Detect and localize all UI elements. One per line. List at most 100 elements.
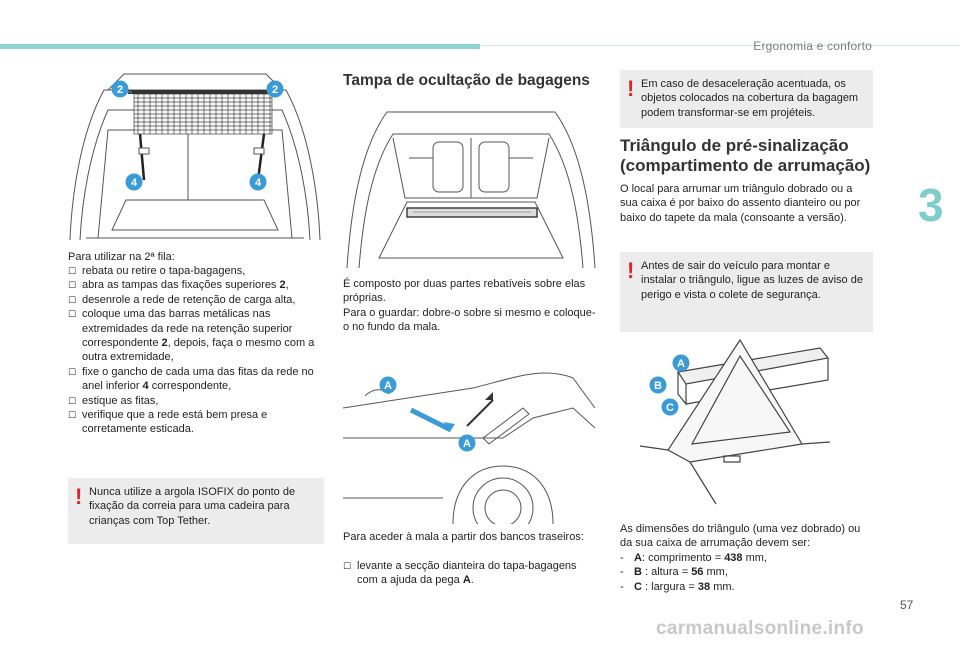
step-text: coloque uma das barras metálicas nas ext… — [82, 308, 293, 350]
right-para1: O local para arrumar um triângulo dobrad… — [620, 183, 861, 224]
header-accent-bar — [0, 44, 480, 49]
checkbox-icon: ☐ — [68, 294, 77, 305]
middle-step-text: levante a secção dianteira do tapa-bagag… — [357, 560, 577, 587]
dash-marker: - — [620, 566, 624, 579]
label-4-left: 4 — [131, 177, 138, 189]
dimension-label: : altura = — [641, 566, 692, 579]
watermark: carmanualsonline.info — [656, 618, 864, 639]
left-step: ☐ desenrole a rede de retenção de carga a… — [68, 293, 324, 307]
checkbox-icon: ☐ — [68, 266, 77, 276]
dimension-unit: mm, — [742, 552, 767, 564]
warning-icon: ! — [627, 258, 635, 283]
dimensions-list: -A: comprimento = 438 mm,-B : altura = 5… — [620, 551, 873, 594]
checkbox-icon: ☐ — [68, 410, 77, 421]
step-text-end: correspondente, — [148, 380, 232, 393]
warning-triangle-illustration — [620, 334, 873, 516]
cargo-net-illustration — [68, 70, 322, 242]
label-B-triangle: B — [654, 380, 662, 392]
step-text-end: , — [285, 279, 289, 292]
step-text: abra as tampas das fixações superiores — [82, 279, 280, 292]
middle-step: ☐ levante a secção dianteira do tapa-baga… — [343, 559, 599, 588]
left-warning-box: ! Nunca utilize a argola ISOFIX do ponto… — [68, 478, 324, 544]
luggage-cover-title: Tampa de ocultação de bagagens — [343, 72, 590, 89]
right-warning1-box: ! Em caso de desaceleração acentuada, os… — [620, 70, 873, 128]
left-step: ☐ verifique que a rede está bem presa e c… — [68, 408, 324, 437]
right-warning1-text: Em caso de desaceleração acentuada, os o… — [641, 78, 859, 119]
left-step: ☐ estique as fitas, — [68, 394, 324, 408]
middle-para1: É composto por duas partes rebatíveis so… — [343, 278, 586, 305]
dimension-label: : comprimento = — [641, 552, 725, 564]
checkbox-icon: ☐ — [68, 366, 77, 377]
step-text: estique as fitas, — [82, 394, 159, 407]
left-steps-list: ☐ rebata ou retire o tapa-bagagens, ☐ abra … — [68, 264, 324, 437]
dimension-value: 438 — [724, 552, 743, 564]
middle-para3: Para aceder à mala a partir dos bancos t… — [343, 531, 584, 543]
label-4-right: 4 — [255, 177, 262, 189]
page-number: 57 — [900, 598, 914, 612]
label-2-left: 2 — [117, 84, 123, 96]
dimension-key: B — [634, 566, 642, 579]
dimension-value: 38 — [697, 580, 711, 593]
checkbox-icon: ☐ — [68, 395, 77, 406]
middle-para2: Para o guardar: dobre-o sobre si mesmo e… — [343, 307, 596, 334]
left-step: ☐abra as tampas das fixações superiores … — [68, 278, 324, 292]
label-A-triangle: A — [677, 358, 685, 370]
label-2-right: 2 — [272, 84, 278, 96]
warning-icon: ! — [627, 76, 635, 101]
label-A-triangle-badge: A — [672, 354, 690, 372]
handle-drawing — [342, 372, 596, 539]
label-C-triangle: C — [666, 402, 674, 414]
label-C-triangle-badge: C — [661, 398, 679, 416]
dimension-item: -C : largura = 38 mm. — [620, 580, 873, 594]
right-warning2-box: ! Antes de sair do veículo para montar e… — [620, 252, 873, 332]
dash-marker: - — [620, 580, 624, 593]
dimension-item: -B : altura = 56 mm, — [620, 565, 873, 579]
triangle-title-line1: Triângulo de pré-sinalização — [620, 136, 849, 155]
dimension-key: C — [634, 580, 642, 593]
luggage-cover-illustration — [343, 98, 599, 270]
step-text: desenrole a rede de retenção de carga al… — [82, 293, 296, 306]
dash-marker: - — [620, 552, 624, 564]
dimension-key: A — [634, 552, 642, 564]
label-2-right-badge: 2 — [266, 80, 284, 98]
label-4-left-badge: 4 — [125, 173, 143, 191]
middle-steps-list: ☐ levante a secção dianteira do tapa-baga… — [343, 559, 599, 588]
dimension-unit: mm, — [703, 566, 728, 579]
right-warning2-text: Antes de sair do veículo para montar e i… — [641, 260, 863, 301]
label-A-bottom-badge: A — [458, 434, 476, 452]
cargo-net-drawing — [69, 73, 321, 241]
label-A-bottom: A — [463, 438, 471, 450]
section-title: Ergonomia e conforto — [753, 39, 872, 53]
triangle-drawing — [639, 338, 831, 505]
left-step: ☐ rebata ou retire o tapa-bagagens, — [68, 264, 324, 278]
step-text-end: , depois, faça o mesmo com a outra extre… — [82, 337, 315, 364]
dimension-label: : largura = — [641, 580, 698, 593]
left-step: ☐ fixe o gancho de cada uma das fitas da … — [68, 365, 324, 394]
checkbox-icon: ☐ — [68, 280, 77, 291]
step-bold: 2 — [279, 279, 286, 292]
header-rule — [480, 45, 960, 46]
checkbox-icon: ☐ — [343, 561, 352, 571]
middle-step-end: . — [470, 574, 474, 587]
step-text: fixe o gancho de cada uma das fitas da r… — [82, 365, 314, 393]
triangle-title-line2: (compartimento de arrumação) — [620, 156, 871, 175]
checkbox-icon: ☐ — [68, 309, 77, 320]
step-bold: 4 — [142, 380, 149, 393]
label-A-top-badge: A — [379, 376, 397, 394]
step-text: rebata ou retire o tapa-bagagens, — [82, 265, 246, 277]
dimension-unit: mm. — [710, 580, 735, 593]
trunk-drawing — [346, 111, 596, 269]
warning-icon: ! — [75, 484, 83, 509]
dimensions-intro: As dimensões do triângulo (uma vez dobra… — [620, 523, 861, 550]
chapter-number: 3 — [918, 179, 944, 231]
dimension-value: 56 — [691, 566, 704, 579]
middle-step-bold: A — [462, 574, 471, 587]
label-4-right-badge: 4 — [249, 173, 267, 191]
label-A-top: A — [384, 380, 392, 392]
left-intro: Para utilizar na 2ª fila: — [68, 251, 175, 263]
step-bold: 2 — [161, 337, 168, 350]
step-text: verifique que a rede está bem presa e co… — [82, 409, 268, 436]
left-warning-text: Nunca utilize a argola ISOFIX do ponto d… — [89, 486, 296, 527]
label-B-triangle-badge: B — [649, 376, 667, 394]
left-step: ☐ coloque uma das barras metálicas nas ex… — [68, 307, 324, 365]
